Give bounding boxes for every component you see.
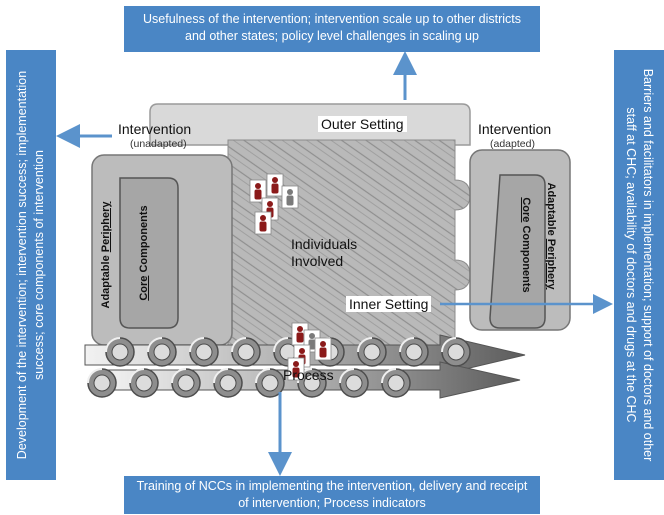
left-adaptable-periphery: Adaptable Periphery — [100, 202, 112, 309]
left-box-text: Development of the intervention; interve… — [15, 70, 46, 460]
left-evaluation-box: Development of the intervention; interve… — [6, 50, 56, 480]
gear-icon — [129, 368, 159, 398]
individuals-label-line1: Individuals — [291, 236, 358, 252]
left-periphery-prefix: Adaptable — [100, 252, 112, 309]
individuals-label-line2: Involved — [291, 253, 344, 269]
gear-icon — [147, 337, 177, 367]
right-core-shape — [489, 174, 546, 329]
right-core-components: Core Components — [520, 197, 532, 292]
gear-icon — [231, 337, 261, 367]
left-core-suffix: Components — [138, 205, 150, 276]
right-periphery-prefix: Adaptable — [545, 182, 557, 239]
inner-setting-label: Inner Setting — [346, 296, 432, 312]
person-icon — [249, 179, 267, 203]
gear-icon — [399, 337, 429, 367]
right-intervention-title: Intervention — [478, 121, 552, 137]
bottom-box-text: Training of NCCs in implementing the int… — [136, 479, 528, 510]
individuals-icons — [249, 173, 332, 381]
right-box-text: Barriers and facilitators in implementat… — [624, 68, 655, 462]
left-core-components: Core Components — [138, 205, 150, 300]
right-evaluation-box: Barriers and facilitators in implementat… — [614, 50, 664, 480]
left-intervention-title: Intervention — [118, 121, 192, 137]
person-icon — [287, 357, 305, 381]
person-icon — [314, 337, 332, 361]
person-icon — [266, 173, 284, 197]
gear-icon — [381, 368, 411, 398]
process-label: Process — [283, 367, 334, 383]
left-core-shape — [119, 177, 179, 329]
gear-icon — [357, 337, 387, 367]
gear-icon — [213, 368, 243, 398]
gear-icon — [441, 337, 471, 367]
bottom-evaluation-box: Training of NCCs in implementing the int… — [124, 476, 540, 514]
person-icon — [281, 185, 299, 209]
gear-icon — [171, 368, 201, 398]
right-intervention-state: (adapted) — [490, 138, 535, 150]
gear-icon — [189, 337, 219, 367]
top-evaluation-box: Usefulness of the intervention; interven… — [124, 6, 540, 52]
top-box-text: Usefulness of the intervention; interven… — [143, 12, 521, 43]
outer-setting-label: Outer Setting — [318, 116, 407, 132]
gear-icon — [297, 368, 327, 398]
right-adaptable-periphery: Adaptable Periphery — [545, 183, 557, 290]
person-icon — [254, 211, 272, 235]
gear-icon — [339, 368, 369, 398]
gear-icon — [87, 368, 117, 398]
left-intervention-state: (unadapted) — [130, 138, 187, 150]
gear-icon — [105, 337, 135, 367]
right-core-suffix: Components — [520, 222, 532, 293]
left-periphery-word: Periphery — [100, 201, 112, 253]
left-core-word: Core — [138, 275, 150, 301]
right-periphery-word: Periphery — [545, 238, 557, 290]
outer-setting-shape — [149, 103, 471, 146]
gear-icon — [255, 368, 285, 398]
right-core-word: Core — [520, 197, 532, 223]
